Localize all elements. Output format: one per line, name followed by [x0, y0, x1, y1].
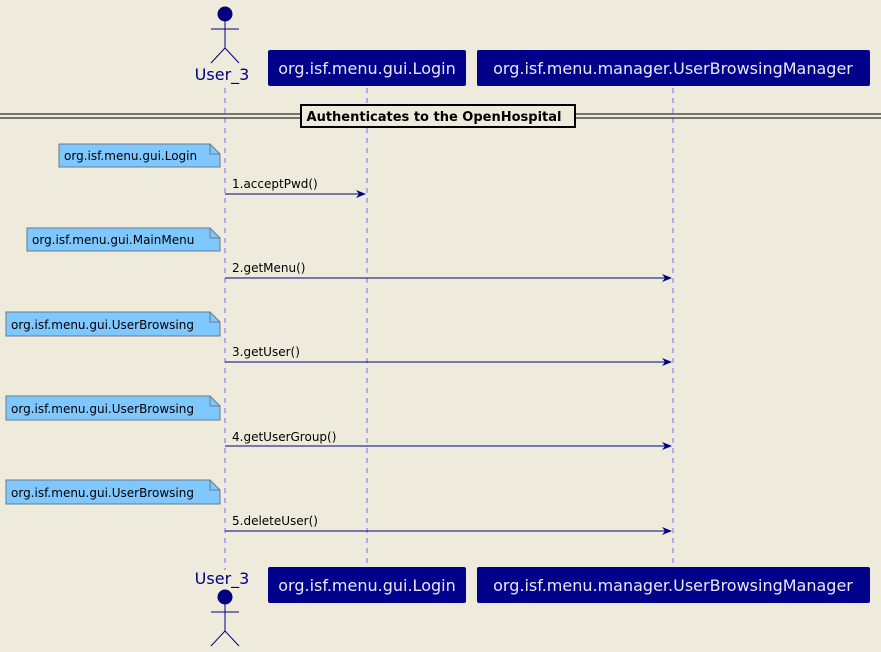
- note: org.isf.menu.gui.UserBrowsing: [5, 311, 221, 337]
- note-label: org.isf.menu.gui.UserBrowsing: [11, 402, 194, 416]
- arrow-head: [662, 358, 672, 366]
- step-4: org.isf.menu.gui.UserBrowsing 4.getUserG…: [5, 395, 672, 450]
- message-label: 1.acceptPwd(): [232, 177, 318, 191]
- message-label: 3.getUser(): [232, 345, 300, 359]
- participant-manager-bottom: org.isf.menu.manager.UserBrowsingManager: [477, 567, 870, 603]
- step-2: org.isf.menu.gui.MainMenu 2.getMenu(): [26, 227, 672, 282]
- note-label: org.isf.menu.gui.MainMenu: [32, 233, 194, 247]
- step-1: org.isf.menu.gui.Login 1.acceptPwd(): [58, 143, 366, 198]
- participant-manager-label-bottom: org.isf.menu.manager.UserBrowsingManager: [493, 576, 853, 595]
- note-label: org.isf.menu.gui.Login: [64, 149, 197, 163]
- step-5: org.isf.menu.gui.UserBrowsing 5.deleteUs…: [5, 479, 672, 535]
- note: org.isf.menu.gui.Login: [58, 143, 221, 168]
- message-label: 2.getMenu(): [232, 261, 305, 275]
- participant-login-top: org.isf.menu.gui.Login: [268, 50, 466, 86]
- note: org.isf.menu.gui.UserBrowsing: [5, 479, 221, 505]
- actor-top: User_3: [195, 6, 250, 85]
- participant-manager-label-top: org.isf.menu.manager.UserBrowsingManager: [493, 59, 853, 78]
- arrow-head: [356, 190, 366, 198]
- note-label: org.isf.menu.gui.UserBrowsing: [11, 486, 194, 500]
- actor-bottom: User_3: [195, 569, 250, 647]
- note-label: org.isf.menu.gui.UserBrowsing: [11, 318, 194, 332]
- actor-name-top: User_3: [195, 65, 250, 85]
- stick-figure-icon: [210, 6, 240, 64]
- message-label: 5.deleteUser(): [232, 514, 318, 528]
- divider-label: Authenticates to the OpenHospital: [307, 110, 562, 125]
- participant-login-label-top: org.isf.menu.gui.Login: [278, 59, 455, 78]
- note: org.isf.menu.gui.MainMenu: [26, 227, 221, 252]
- arrow-head: [662, 527, 672, 535]
- message-label: 4.getUserGroup(): [232, 430, 336, 444]
- arrow-head: [662, 274, 672, 282]
- note: org.isf.menu.gui.UserBrowsing: [5, 395, 221, 421]
- actor-name-bottom: User_3: [195, 569, 250, 589]
- stick-figure-icon: [210, 589, 240, 647]
- arrow-head: [662, 442, 672, 450]
- participant-login-bottom: org.isf.menu.gui.Login: [268, 567, 466, 603]
- step-3: org.isf.menu.gui.UserBrowsing 3.getUser(…: [5, 311, 672, 366]
- participant-manager-top: org.isf.menu.manager.UserBrowsingManager: [477, 50, 870, 86]
- participant-login-label-bottom: org.isf.menu.gui.Login: [278, 576, 455, 595]
- divider: Authenticates to the OpenHospital: [0, 104, 881, 128]
